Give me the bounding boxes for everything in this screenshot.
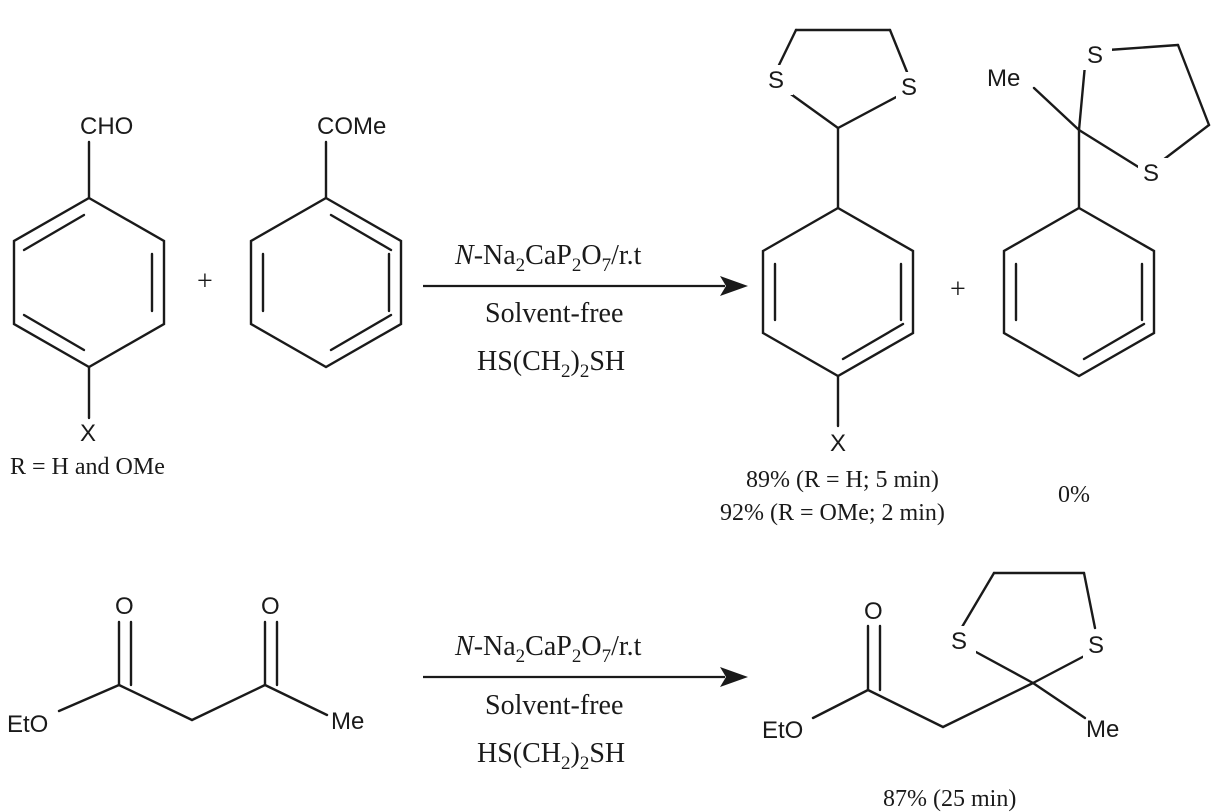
plus-sign: + (197, 266, 213, 297)
reaction-arrow-2 (423, 667, 748, 687)
reactant-acetophenone: COMe (249, 113, 403, 369)
ethoxy-label-product: EtO (762, 717, 803, 744)
come-label: COMe (317, 113, 386, 140)
methyl-label-product: Me (1086, 716, 1119, 743)
methyl-label-reactant: Me (331, 708, 364, 735)
reagent-label-1: HS(CH2)2SH (477, 346, 625, 382)
reactant-benzaldehyde: CHO X R = H and OMe (10, 113, 166, 480)
sulfur-right-product: S (1088, 632, 1104, 659)
product-methyl-phenyl-dithiolane: S S Me 0% (987, 40, 1211, 508)
sulfur-left: S (768, 67, 784, 94)
product-aryl-dithiolane: S S X 89% (R = H; 5 min) 92% (R = OMe; 2… (720, 28, 945, 526)
x-substituent-product: X (830, 430, 846, 457)
carbonyl-o-ester: O (115, 593, 134, 620)
sulfur-top: S (1087, 42, 1103, 69)
carbonyl-o-ketone: O (261, 593, 280, 620)
product-dithiolane-ester: S S O EtO Me 87% (25 min) (762, 571, 1119, 812)
reagent-label-2: HS(CH2)2SH (477, 738, 625, 774)
yield-r-h: 89% (R = H; 5 min) (746, 467, 939, 493)
yield-r-ome: 92% (R = OMe; 2 min) (720, 500, 945, 526)
reaction-arrow-1 (423, 276, 748, 296)
yield-dithiolane-ester: 87% (25 min) (883, 786, 1016, 812)
catalyst-label-1: N-Na2CaP2O7/r.t (454, 240, 642, 276)
x-substituent-label: X (80, 420, 96, 447)
r-group-note: R = H and OMe (10, 454, 165, 480)
solvent-label-1: Solvent-free (485, 298, 623, 329)
sulfur-bottom: S (1143, 160, 1159, 187)
yield-zero: 0% (1058, 482, 1090, 508)
solvent-label-2: Solvent-free (485, 690, 623, 721)
sulfur-left-product: S (951, 628, 967, 655)
carbonyl-o-product: O (864, 598, 883, 625)
sulfur-right: S (901, 74, 917, 101)
reactant-ethyl-acetoacetate: O O EtO Me (7, 593, 364, 738)
methyl-label: Me (987, 65, 1020, 92)
cho-label: CHO (80, 113, 133, 140)
ethoxy-label: EtO (7, 711, 48, 738)
plus-sign-products: + (950, 274, 966, 305)
catalyst-label-2: N-Na2CaP2O7/r.t (454, 631, 642, 667)
